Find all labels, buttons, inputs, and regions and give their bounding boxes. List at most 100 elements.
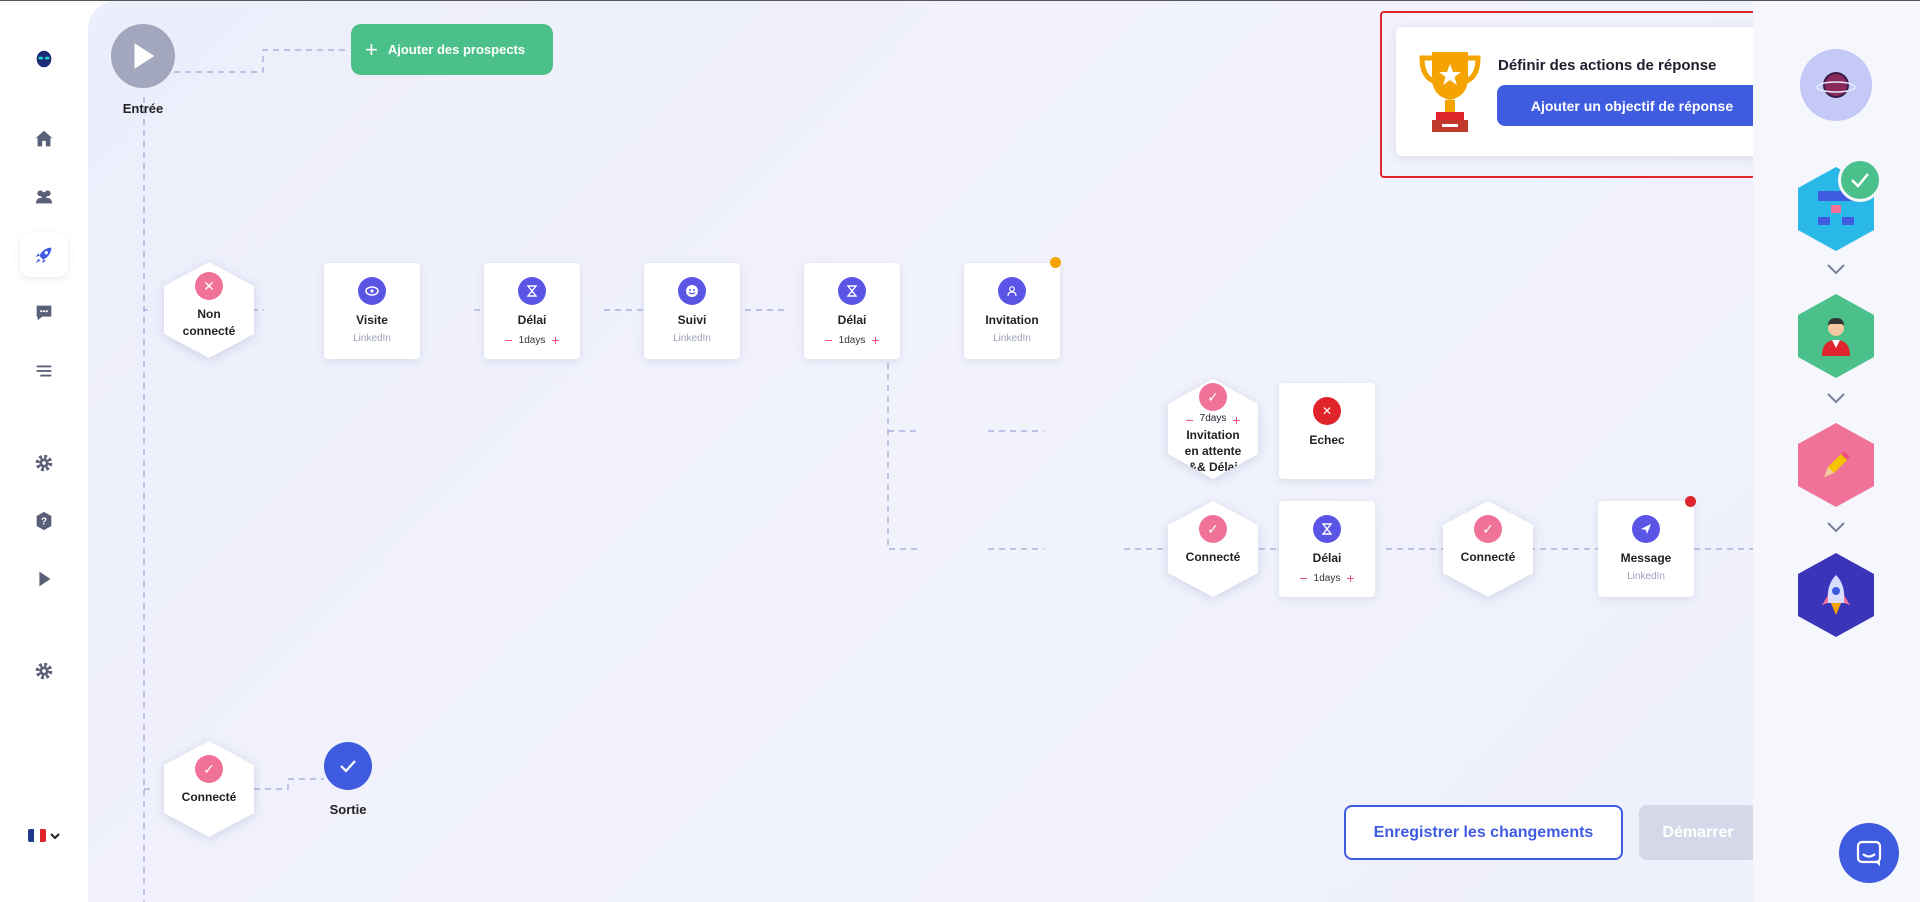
add-response-goal-button[interactable]: Ajouter un objectif de réponse [1497, 85, 1753, 126]
node-not-connected[interactable]: ✕ Non connecté [164, 262, 254, 358]
step-write[interactable] [1798, 423, 1874, 507]
play-icon[interactable] [20, 557, 68, 601]
minus-button[interactable]: − [824, 332, 833, 348]
delay-value: 1days [1313, 572, 1341, 584]
status-dot [1685, 496, 1696, 507]
node-delay-1[interactable]: Délai − 1days + [484, 263, 580, 359]
eye-icon [358, 277, 386, 305]
check-icon: ✓ [1199, 383, 1227, 411]
close-icon: ✕ [1313, 397, 1341, 425]
add-prospects-label: Ajouter des prospects [387, 42, 526, 57]
pencil-icon [1824, 451, 1850, 477]
highlight-box [1380, 11, 1753, 178]
node-delay-3-title: Délai [1312, 551, 1342, 565]
step-launch[interactable] [1798, 553, 1874, 637]
node-invitation-pending-label: Invitation en attente && Délai [1184, 428, 1242, 474]
hourglass-icon [1313, 515, 1341, 543]
sitemap-icon [1818, 191, 1854, 225]
save-changes-button[interactable]: Enregistrer les changements [1344, 805, 1623, 860]
node-connected-2[interactable]: ✓ Connecté [1443, 501, 1533, 597]
minus-button[interactable]: − [1185, 412, 1194, 428]
planet-icon [1816, 72, 1856, 98]
exit-node[interactable] [324, 742, 372, 790]
person-icon [1822, 318, 1850, 356]
smile-icon [678, 277, 706, 305]
left-sidebar: ? [0, 1, 88, 902]
node-connected-bottom[interactable]: ✓ Connecté [164, 741, 254, 837]
plus-button[interactable]: + [871, 332, 880, 348]
node-visit[interactable]: Visite LinkedIn [324, 263, 420, 359]
step-persona[interactable] [1798, 294, 1874, 378]
node-message[interactable]: Message LinkedIn [1598, 501, 1694, 597]
svg-text:?: ? [41, 517, 47, 528]
node-message-title: Message [1620, 551, 1672, 565]
alien-logo-icon[interactable] [20, 37, 68, 81]
node-invitation-pending[interactable]: ✓ − 7days + Invitation en attente && Dél… [1168, 379, 1258, 479]
node-invitation-title: Invitation [985, 313, 1039, 327]
plus-button[interactable]: + [1232, 412, 1241, 428]
start-button[interactable]: Démarrer [1639, 805, 1753, 860]
node-delay-2[interactable]: Délai − 1days + [804, 263, 900, 359]
gear-icon[interactable] [20, 441, 68, 485]
rocket-icon[interactable] [20, 233, 68, 277]
rocket-icon [1822, 575, 1850, 615]
node-fail[interactable]: ✕ Echec [1279, 383, 1375, 479]
node-follow-sub: LinkedIn [673, 333, 711, 344]
node-visit-sub: LinkedIn [353, 333, 391, 344]
add-prospects-button[interactable]: + Ajouter des prospects [351, 24, 553, 75]
minus-button[interactable]: − [504, 332, 513, 348]
step-complete-badge [1838, 158, 1882, 202]
status-dot [1050, 257, 1061, 268]
planet-avatar[interactable] [1800, 49, 1872, 121]
node-connected-bottom-label: Connecté [181, 790, 237, 804]
node-follow[interactable]: Suivi LinkedIn [644, 263, 740, 359]
check-icon [1851, 173, 1869, 188]
plus-button[interactable]: + [1346, 570, 1355, 586]
node-connected-1-label: Connecté [1185, 550, 1241, 564]
node-message-sub: LinkedIn [1627, 571, 1665, 582]
send-icon [1632, 515, 1660, 543]
exit-label: Sortie [329, 802, 367, 817]
workflow-canvas: Entrée + Ajouter des prospects ✕ Non con… [88, 1, 1753, 902]
list-icon[interactable] [20, 349, 68, 393]
entry-label: Entrée [122, 101, 164, 116]
trophy-icon [1419, 52, 1481, 132]
node-delay-2-title: Délai [837, 313, 867, 327]
chevron-down-icon [1827, 393, 1845, 404]
delay-value: 1days [518, 334, 546, 346]
user-icon [998, 277, 1026, 305]
help-icon[interactable]: ? [20, 499, 68, 543]
chevron-down-icon [1827, 522, 1845, 533]
node-invitation[interactable]: Invitation LinkedIn [964, 263, 1060, 359]
language-selector[interactable] [28, 829, 60, 842]
home-icon[interactable] [20, 117, 68, 161]
node-connected-2-label: Connecté [1460, 550, 1516, 564]
response-goal-card: Définir des actions de réponse Ajouter u… [1396, 27, 1753, 156]
check-icon: ✓ [195, 755, 223, 783]
node-invitation-sub: LinkedIn [993, 333, 1031, 344]
close-icon: ✕ [195, 272, 223, 300]
gear-icon[interactable] [20, 649, 68, 693]
chat-support-button[interactable] [1839, 823, 1899, 883]
plus-button[interactable]: + [551, 332, 560, 348]
node-delay-1-title: Délai [517, 313, 547, 327]
entry-play-button[interactable] [111, 24, 175, 88]
check-icon: ✓ [1474, 515, 1502, 543]
play-icon [134, 43, 155, 69]
chat-icon [1856, 840, 1882, 866]
delay-value: 7days [1199, 413, 1227, 424]
node-fail-title: Echec [1309, 433, 1345, 447]
minus-button[interactable]: − [1299, 570, 1308, 586]
response-goal-title: Définir des actions de réponse [1498, 57, 1717, 74]
node-follow-title: Suivi [677, 313, 707, 327]
node-delay-3[interactable]: Délai − 1days + [1279, 501, 1375, 597]
plus-icon: + [365, 36, 378, 62]
node-connected-1[interactable]: ✓ Connecté [1168, 501, 1258, 597]
hourglass-icon [838, 277, 866, 305]
delay-value: 1days [838, 334, 866, 346]
users-icon[interactable] [20, 175, 68, 219]
chat-icon[interactable] [20, 291, 68, 335]
node-not-connected-label: Non connecté [182, 307, 236, 338]
hourglass-icon [518, 277, 546, 305]
node-visit-title: Visite [356, 313, 388, 327]
